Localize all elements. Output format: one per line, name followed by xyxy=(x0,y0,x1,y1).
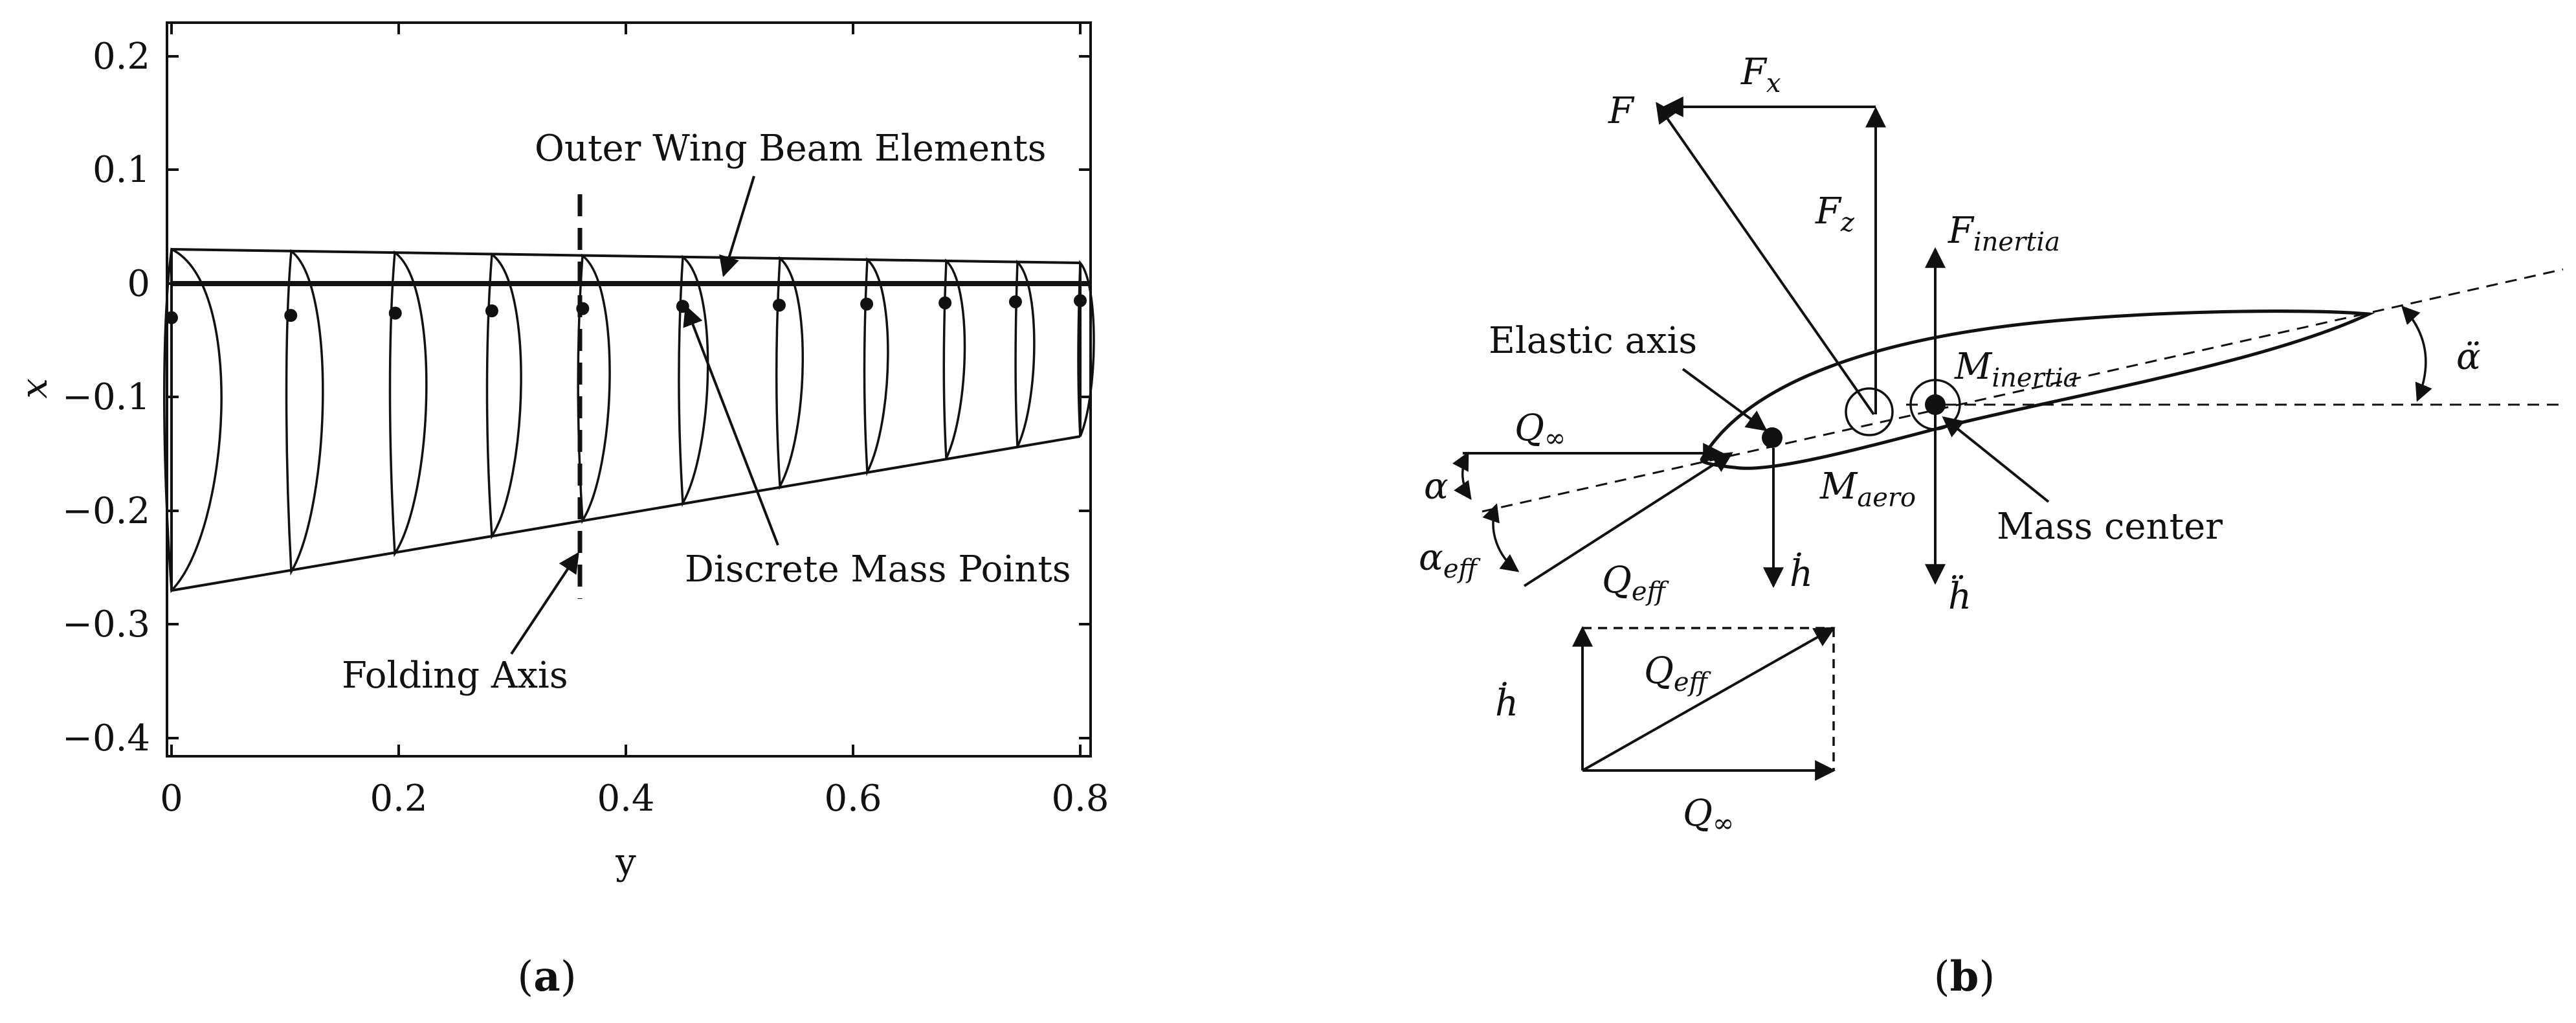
panel-a: 0.2 0.1 0 −0.1 −0.2 −0.3 −0.4 0 0.2 0.4 … xyxy=(14,21,1109,1001)
mass-points-annotation-arrow xyxy=(683,305,779,546)
x-tick-label: 0.4 xyxy=(597,778,654,820)
q-inf-label: Q∞ xyxy=(1515,407,1566,453)
caption-a-letter: a xyxy=(533,952,560,1001)
mass-point xyxy=(1074,294,1087,308)
inertia-force-label: Finertia xyxy=(1948,210,2060,257)
force-f-label: F xyxy=(1608,90,1635,132)
x-tick-label: 0.6 xyxy=(824,778,882,820)
inertia-moment-label: Minertia xyxy=(1954,346,2078,393)
mass-point xyxy=(165,311,178,324)
elastic-axis-arrow xyxy=(1682,368,1768,431)
alpha-arc xyxy=(1452,451,1472,500)
mass-point xyxy=(1008,295,1022,309)
aero-moment-circle xyxy=(1845,387,1894,436)
q-eff-arrow xyxy=(1523,452,1733,587)
q-eff-label: Qeff xyxy=(1602,559,1670,607)
alpha-eff-arc xyxy=(1482,503,1520,572)
panel-b: Q∞ Qeff α αeff α̈ Elastic axis Mass cent… xyxy=(1419,51,2564,1001)
y-tick-label: 0.1 xyxy=(93,149,150,191)
airfoil-profile xyxy=(1700,309,2375,470)
folding-axis-annotation: Folding Axis xyxy=(342,655,568,697)
force-fz-label: Fz xyxy=(1815,190,1855,238)
y-tick-label: −0.1 xyxy=(62,376,150,418)
y-axis-label: x xyxy=(14,378,56,399)
aero-moment-label: Maero xyxy=(1819,466,1916,513)
mass-point xyxy=(772,298,786,312)
mass-point xyxy=(485,304,498,318)
mass-point xyxy=(388,306,402,320)
h-ddot-label: ḧ xyxy=(1948,575,1971,618)
caption-a: (a) xyxy=(517,952,576,1001)
mass-center-label: Mass center xyxy=(1997,506,2223,548)
x-axis-label: y xyxy=(615,841,636,883)
x-tick-label: 0.2 xyxy=(370,778,427,820)
mass-point xyxy=(938,296,952,309)
elastic-axis-point xyxy=(1762,427,1782,448)
x-tick-marks xyxy=(170,23,1082,756)
alpha-eff-label: αeff xyxy=(1419,537,1482,584)
x-tick-label: 0 xyxy=(160,778,183,820)
alpha-label: α xyxy=(1424,466,1449,508)
triangle-q-inf-label: Q∞ xyxy=(1683,793,1734,838)
h-dot-label: ḣ xyxy=(1790,552,1813,595)
wing-outline xyxy=(170,248,1082,592)
mass-points-annotation: Discrete Mass Points xyxy=(685,548,1071,590)
y-tick-label: −0.2 xyxy=(62,490,150,532)
chord-line xyxy=(1482,268,2564,513)
beam-annotation-arrow xyxy=(719,175,755,278)
velocity-triangle: Qeff ḣ Q∞ xyxy=(1495,625,1836,838)
triangle-q-eff-arrow xyxy=(1582,627,1836,772)
alpha-ddot-arc xyxy=(2401,305,2432,402)
triangle-q-eff-label: Qeff xyxy=(1644,650,1712,697)
x-tick-label: 0.8 xyxy=(1051,778,1109,820)
elastic-axis-label: Elastic axis xyxy=(1489,320,1697,362)
y-tick-label: 0.2 xyxy=(93,36,150,78)
caption-b-letter: b xyxy=(1950,952,1979,1001)
mass-points xyxy=(165,294,1087,324)
airfoil-sections xyxy=(163,247,1095,594)
alpha-ddot-label: α̈ xyxy=(2456,336,2481,378)
mass-point xyxy=(576,302,590,315)
mass-center-arrow xyxy=(1942,416,2050,503)
y-tick-label: 0 xyxy=(127,263,150,305)
triangle-h-dot-label: ḣ xyxy=(1495,682,1518,725)
mass-point xyxy=(284,309,298,322)
mass-point xyxy=(860,297,874,311)
y-tick-label: −0.3 xyxy=(62,603,150,646)
folding-axis-annotation-arrow xyxy=(510,552,579,655)
force-f-arrow xyxy=(1656,102,1875,416)
force-fx-label: Fx xyxy=(1740,51,1781,98)
y-tick-label: −0.4 xyxy=(62,717,150,759)
beam-annotation: Outer Wing Beam Elements xyxy=(535,128,1046,170)
caption-b: (b) xyxy=(1934,952,1995,1001)
